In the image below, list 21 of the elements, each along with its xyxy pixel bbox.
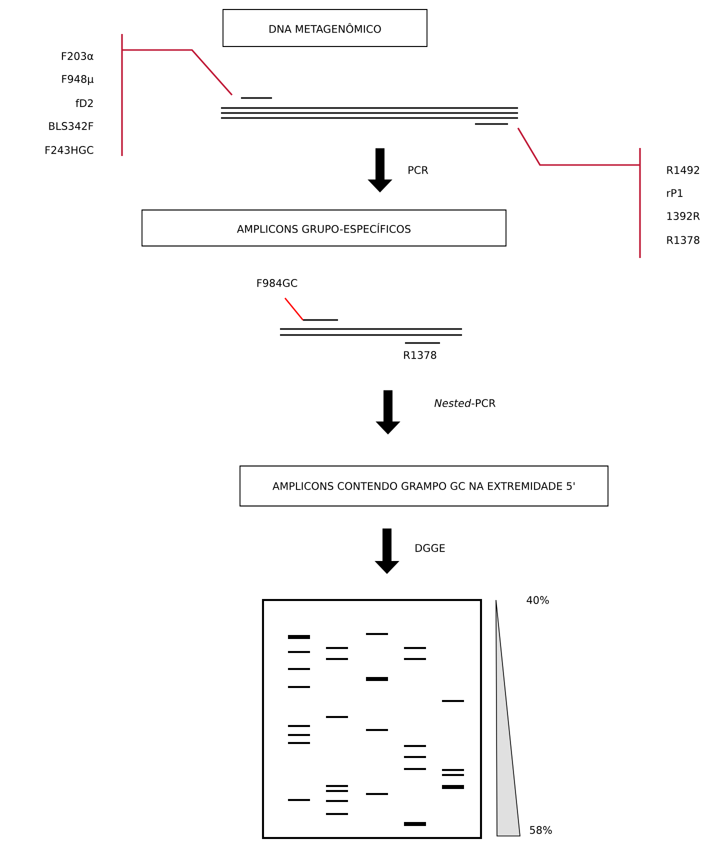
primer-name: F203α — [62, 52, 94, 60]
primer-name: rP1 — [667, 189, 682, 197]
process-box: AMPLICONS GRUPO-ESPECÍFICOS — [142, 210, 506, 246]
gel-drawing — [262, 599, 482, 839]
primer-name: fD2 — [76, 99, 93, 107]
primer-name: R1378 — [667, 236, 700, 244]
dna-strand-drawing — [279, 319, 463, 344]
primer-name: F243HGC — [46, 146, 94, 154]
edge-label: DGGE — [414, 543, 446, 553]
primer-name: 1392R — [667, 212, 700, 220]
dna-strand-drawing — [220, 97, 519, 125]
primer-name: F948μ — [62, 75, 94, 85]
percentage-label: 58% — [530, 826, 552, 834]
percentage-label: 40% — [526, 596, 549, 604]
process-box: AMPLICONS CONTENDO GRAMPO GC NA EXTREMIDADE 5' — [240, 466, 608, 506]
primer-name: R1492 — [667, 166, 700, 174]
primer-name: BLS342F — [49, 122, 94, 130]
process-box: DNA METAGENÔMICO — [222, 9, 428, 47]
primer-name: F984GC — [257, 279, 298, 287]
edge-label: Nested-PCR — [433, 398, 497, 408]
edge-label: PCR — [406, 165, 430, 175]
